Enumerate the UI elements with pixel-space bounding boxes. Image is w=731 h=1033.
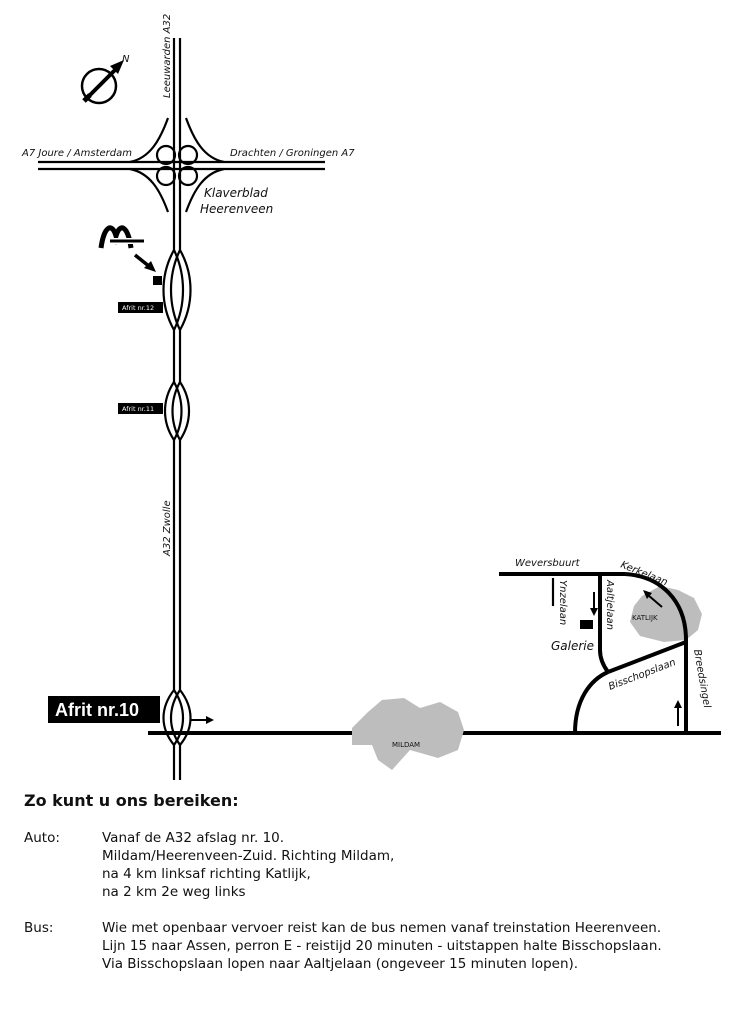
local-roads [499, 572, 688, 734]
direction-arrow-east [190, 716, 214, 724]
exit-11-tag: Afrit nr.11 [118, 403, 163, 414]
mildam-area [352, 698, 464, 770]
directions-heading: Zo kunt u ons bereiken: [24, 791, 239, 810]
interchange-label-2: Heerenveen [200, 202, 273, 216]
direction-arrow-kerkelaan [643, 590, 663, 608]
a7-motorway [38, 160, 325, 171]
bus-line: Lijn 15 naar Assen, perron E - reistijd … [102, 938, 662, 954]
bus-line: Via Bisschopslaan lopen naar Aaltjelaan … [102, 956, 579, 972]
mcdonalds-location-marker [153, 276, 162, 285]
exit-10-junction [162, 689, 192, 746]
katlijk-label: KATLIJK [632, 614, 658, 622]
weversbuurt-label: Weversbuurt [515, 558, 581, 569]
svg-text:Afrit nr.12: Afrit nr.12 [122, 304, 154, 312]
mildam-label: MILDAM [392, 741, 420, 749]
bus-label: Bus: [24, 920, 54, 936]
galerie-label: Galerie [551, 639, 594, 653]
car-line: na 2 km 2e weg links [102, 884, 246, 900]
exit-12-junction [162, 249, 192, 331]
svg-text:Afrit nr.11: Afrit nr.11 [122, 405, 154, 413]
svg-text:Afrit nr.10: Afrit nr.10 [55, 700, 139, 720]
car-line: Vanaf de A32 afslag nr. 10. [102, 830, 285, 846]
directions-section: Zo kunt u ons bereiken: Auto: Vanaf de A… [24, 792, 724, 991]
a32-south-label: A32 Zwolle [162, 500, 173, 557]
car-directions: Auto: Vanaf de A32 afslag nr. 10. Mildam… [24, 829, 724, 901]
exit-11-junction [164, 381, 190, 441]
interchange-label-1: Klaverblad [204, 186, 268, 200]
aaltjelaan-label: Aaltjelaan [604, 579, 615, 630]
exit-10-tag: Afrit nr.10 [48, 696, 160, 723]
a7-west-label: A7 Joure / Amsterdam [21, 148, 132, 159]
exit-12-tag: Afrit nr.12 [118, 302, 163, 313]
car-line: Mildam/Heerenveen-Zuid. Richting Mildam, [102, 848, 395, 864]
direction-arrow-north [674, 700, 682, 726]
a7-east-label: Drachten / Groningen A7 [230, 148, 355, 159]
galerie-location-marker [580, 620, 593, 629]
arrow-icon [133, 253, 156, 272]
cloverleaf-interchange [129, 117, 225, 213]
bus-directions: Bus: Wie met openbaar vervoer reist kan … [24, 919, 724, 973]
breedsingel-label: Breedsingel [691, 649, 712, 709]
car-label: Auto: [24, 830, 60, 846]
car-line: na 4 km linksaf richting Katlijk, [102, 866, 311, 882]
a32-motorway [172, 38, 182, 780]
a32-north-label: Leeuwarden A32 [162, 14, 173, 98]
compass-icon [80, 60, 124, 105]
mcdonalds-logo [98, 225, 146, 249]
bisschopslaan-label: Bisschopslaan [607, 657, 677, 693]
direction-arrow-galerie [590, 592, 598, 616]
north-label: N [122, 54, 130, 65]
ynzelaan-label: Ynzelaan [557, 580, 568, 625]
route-map: N [21, 14, 721, 780]
bus-line: Wie met openbaar vervoer reist kan de bu… [102, 920, 662, 936]
